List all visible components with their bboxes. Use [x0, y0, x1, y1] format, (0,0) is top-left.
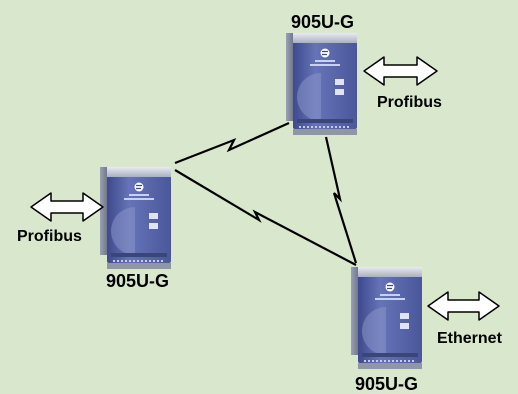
gateway-device-bottom: [350, 266, 423, 370]
radio-link-top-bottom: [324, 136, 358, 264]
device-label-left: 905U-G: [106, 271, 170, 291]
radio-link-left-bottom: [174, 169, 357, 266]
connection-label-bottom: Ethernet: [437, 330, 502, 347]
double-arrow-bottom: [427, 291, 500, 321]
radio-link-top-left: [174, 121, 290, 165]
device-label-bottom: 905U-G: [355, 374, 419, 394]
gateway-device-top: [285, 32, 358, 136]
double-arrow-left: [30, 192, 104, 222]
connection-label-left: Profibus: [17, 228, 82, 245]
gateway-device-left: [99, 166, 172, 270]
double-arrow-top: [363, 56, 438, 86]
connection-label-top: Profibus: [377, 94, 442, 111]
device-label-top: 905U-G: [291, 12, 355, 32]
